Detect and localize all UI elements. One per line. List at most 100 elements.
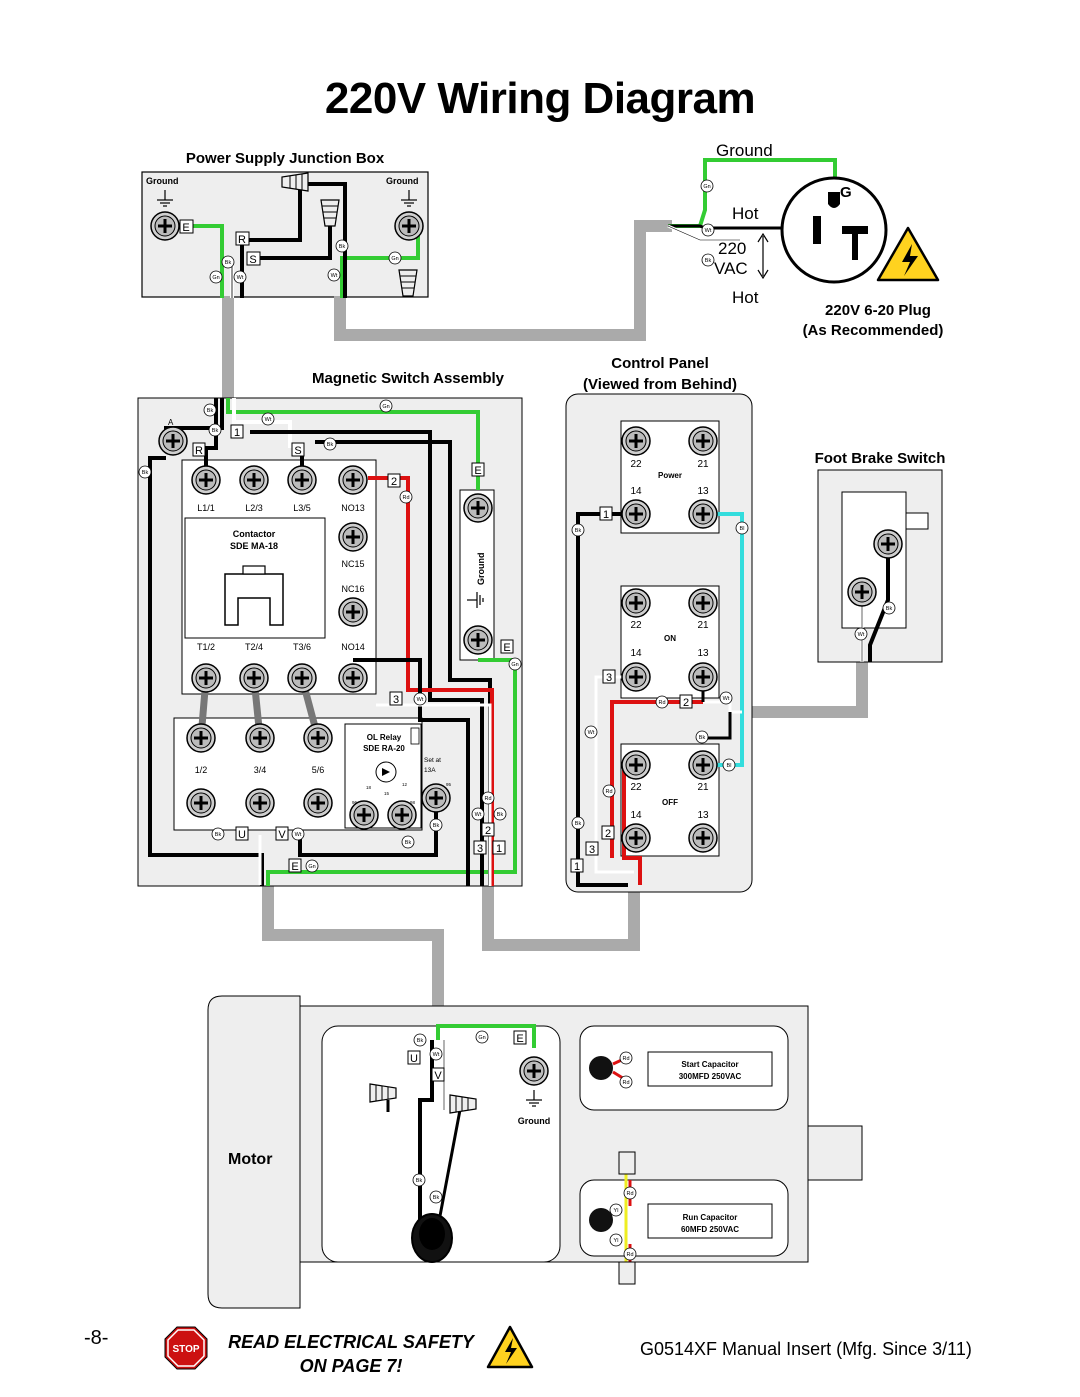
run-capacitor — [647, 1203, 773, 1239]
contactor-nc15: NC15 — [341, 559, 364, 569]
svg-text:1: 1 — [574, 861, 580, 873]
on-screw-13 — [687, 661, 719, 693]
fb-screw-2 — [846, 576, 878, 608]
jb-wire-code-bk2: Bk — [335, 239, 349, 253]
mag-screw-nc15 — [337, 521, 369, 553]
cp-tag-2-mid: 2 — [679, 694, 693, 709]
svg-text:3: 3 — [606, 672, 612, 684]
cp-code-bk-3: Bk — [571, 816, 585, 830]
motor-code-bk-2: Bk — [412, 1173, 426, 1187]
on-screw-22 — [620, 587, 652, 619]
jb-ground-label-left: Ground — [146, 176, 179, 186]
mag-tag-2-red: 2 — [387, 473, 401, 488]
on-switch-label: ON — [664, 634, 676, 643]
svg-text:U: U — [238, 829, 246, 841]
mag-code-bk-6: Bk — [429, 818, 443, 832]
off-screw-14 — [620, 822, 652, 854]
ol-screw-5 — [244, 787, 276, 819]
motor-ground-label: Ground — [518, 1116, 551, 1126]
ol-screw-6 — [302, 787, 334, 819]
off-screw-22 — [620, 749, 652, 781]
svg-text:Bk: Bk — [339, 244, 346, 250]
svg-text:Gn: Gn — [511, 662, 518, 668]
stop-icon: STOP — [164, 1326, 208, 1370]
svg-text:3: 3 — [393, 694, 399, 706]
svg-text:Rd: Rd — [402, 495, 409, 501]
svg-text:R: R — [195, 445, 203, 457]
fb-screw-1 — [872, 528, 904, 560]
contactor-symbol — [224, 573, 284, 626]
cp-code-rd-2: Rd — [602, 784, 616, 798]
cp-tag-3-mid: 3 — [602, 669, 616, 684]
svg-text:Bk: Bk — [225, 260, 232, 266]
mag-code-bk-7: Bk — [401, 835, 415, 849]
svg-text:Rd: Rd — [626, 1191, 633, 1197]
svg-text:Yl: Yl — [614, 1208, 619, 1214]
svg-text:Bl: Bl — [740, 526, 745, 532]
start-cap-label-2: 300MFD 250VAC — [679, 1072, 742, 1081]
plug-vac-label: VAC — [714, 259, 748, 278]
power-screw-13 — [687, 498, 719, 530]
plug-volt-label: 220 — [718, 239, 746, 258]
cp-code-bl-1: Bl — [735, 521, 749, 535]
mag-screw-l2 — [238, 464, 270, 496]
foot-brake-cord — [742, 662, 868, 718]
start-cap-code-rd-1: Rd — [619, 1051, 633, 1065]
mag-code-bk-1: Bk — [203, 403, 217, 417]
off-switch-21: 21 — [697, 782, 709, 793]
mag-code-bk-4: Bk — [138, 465, 152, 479]
cp-wire-bk-fb — [703, 712, 732, 740]
power-switch-14: 14 — [630, 486, 642, 497]
jb-hot-wire-s — [250, 212, 332, 260]
mag-code-bk-8: Bk — [211, 827, 225, 841]
run-cap-label-1: Run Capacitor — [683, 1213, 738, 1222]
svg-text:Wt: Wt — [588, 730, 595, 736]
contactor-model: SDE MA-18 — [230, 541, 278, 551]
mag-screw-no13 — [337, 464, 369, 496]
supply-cord — [334, 220, 672, 341]
plug-hot1-label: Hot — [732, 204, 759, 223]
mag-to-panel-cord — [482, 885, 640, 951]
foot-brake-actuator — [905, 512, 929, 530]
motor-tag-u: U — [407, 1050, 421, 1065]
mag-tag-a: A — [168, 418, 174, 427]
ol-relay-reset — [410, 727, 420, 745]
svg-text:U: U — [410, 1053, 418, 1065]
svg-text:Wt: Wt — [331, 273, 338, 279]
mag-hot-l1 — [204, 398, 218, 478]
mag-ground-bar-label: Ground — [476, 553, 486, 586]
on-screw-14 — [620, 661, 652, 693]
svg-text:2: 2 — [605, 828, 611, 840]
jb-ground-screw-right — [393, 210, 425, 242]
plug-wire-code-wt: Wt — [701, 223, 715, 237]
svg-text:E: E — [503, 642, 510, 654]
cp-wire-white-fb — [703, 700, 742, 714]
jb-tag-s — [246, 251, 261, 266]
motor-code-bk-3: Bk — [429, 1190, 443, 1204]
mag-code-gn-1: Gn — [379, 399, 393, 413]
svg-text:Rd: Rd — [605, 789, 612, 795]
mag-ground-out — [266, 658, 517, 886]
plug-ground-label: Ground — [716, 141, 773, 160]
svg-text:2: 2 — [391, 476, 397, 488]
cp-wire-red-on — [610, 700, 703, 858]
mag-hot-a-out — [148, 456, 264, 886]
ol-relay-n12: 12 — [402, 782, 408, 787]
motor-tag-e: E — [513, 1030, 527, 1045]
run-cap-grommet — [589, 1208, 613, 1232]
contactor-top-4: NO13 — [341, 503, 365, 513]
contactor-top-2: L2/3 — [245, 503, 263, 513]
jb-term-s: S — [249, 254, 256, 266]
off-switch-13: 13 — [697, 810, 709, 821]
motor-code-gn-1: Gn — [475, 1030, 489, 1044]
cp-code-bk-2: Bk — [695, 730, 709, 744]
svg-text:Bk: Bk — [575, 528, 582, 534]
ol-relay-set1: Set at — [424, 757, 441, 764]
plug-wire-code-bk: Bk — [701, 253, 715, 267]
mag-screw-l3 — [286, 464, 318, 496]
mag-code-bk-2: Bk — [208, 423, 222, 437]
foot-brake-switch — [841, 491, 907, 629]
on-switch-13: 13 — [697, 648, 709, 659]
power-switch-22: 22 — [630, 459, 642, 470]
